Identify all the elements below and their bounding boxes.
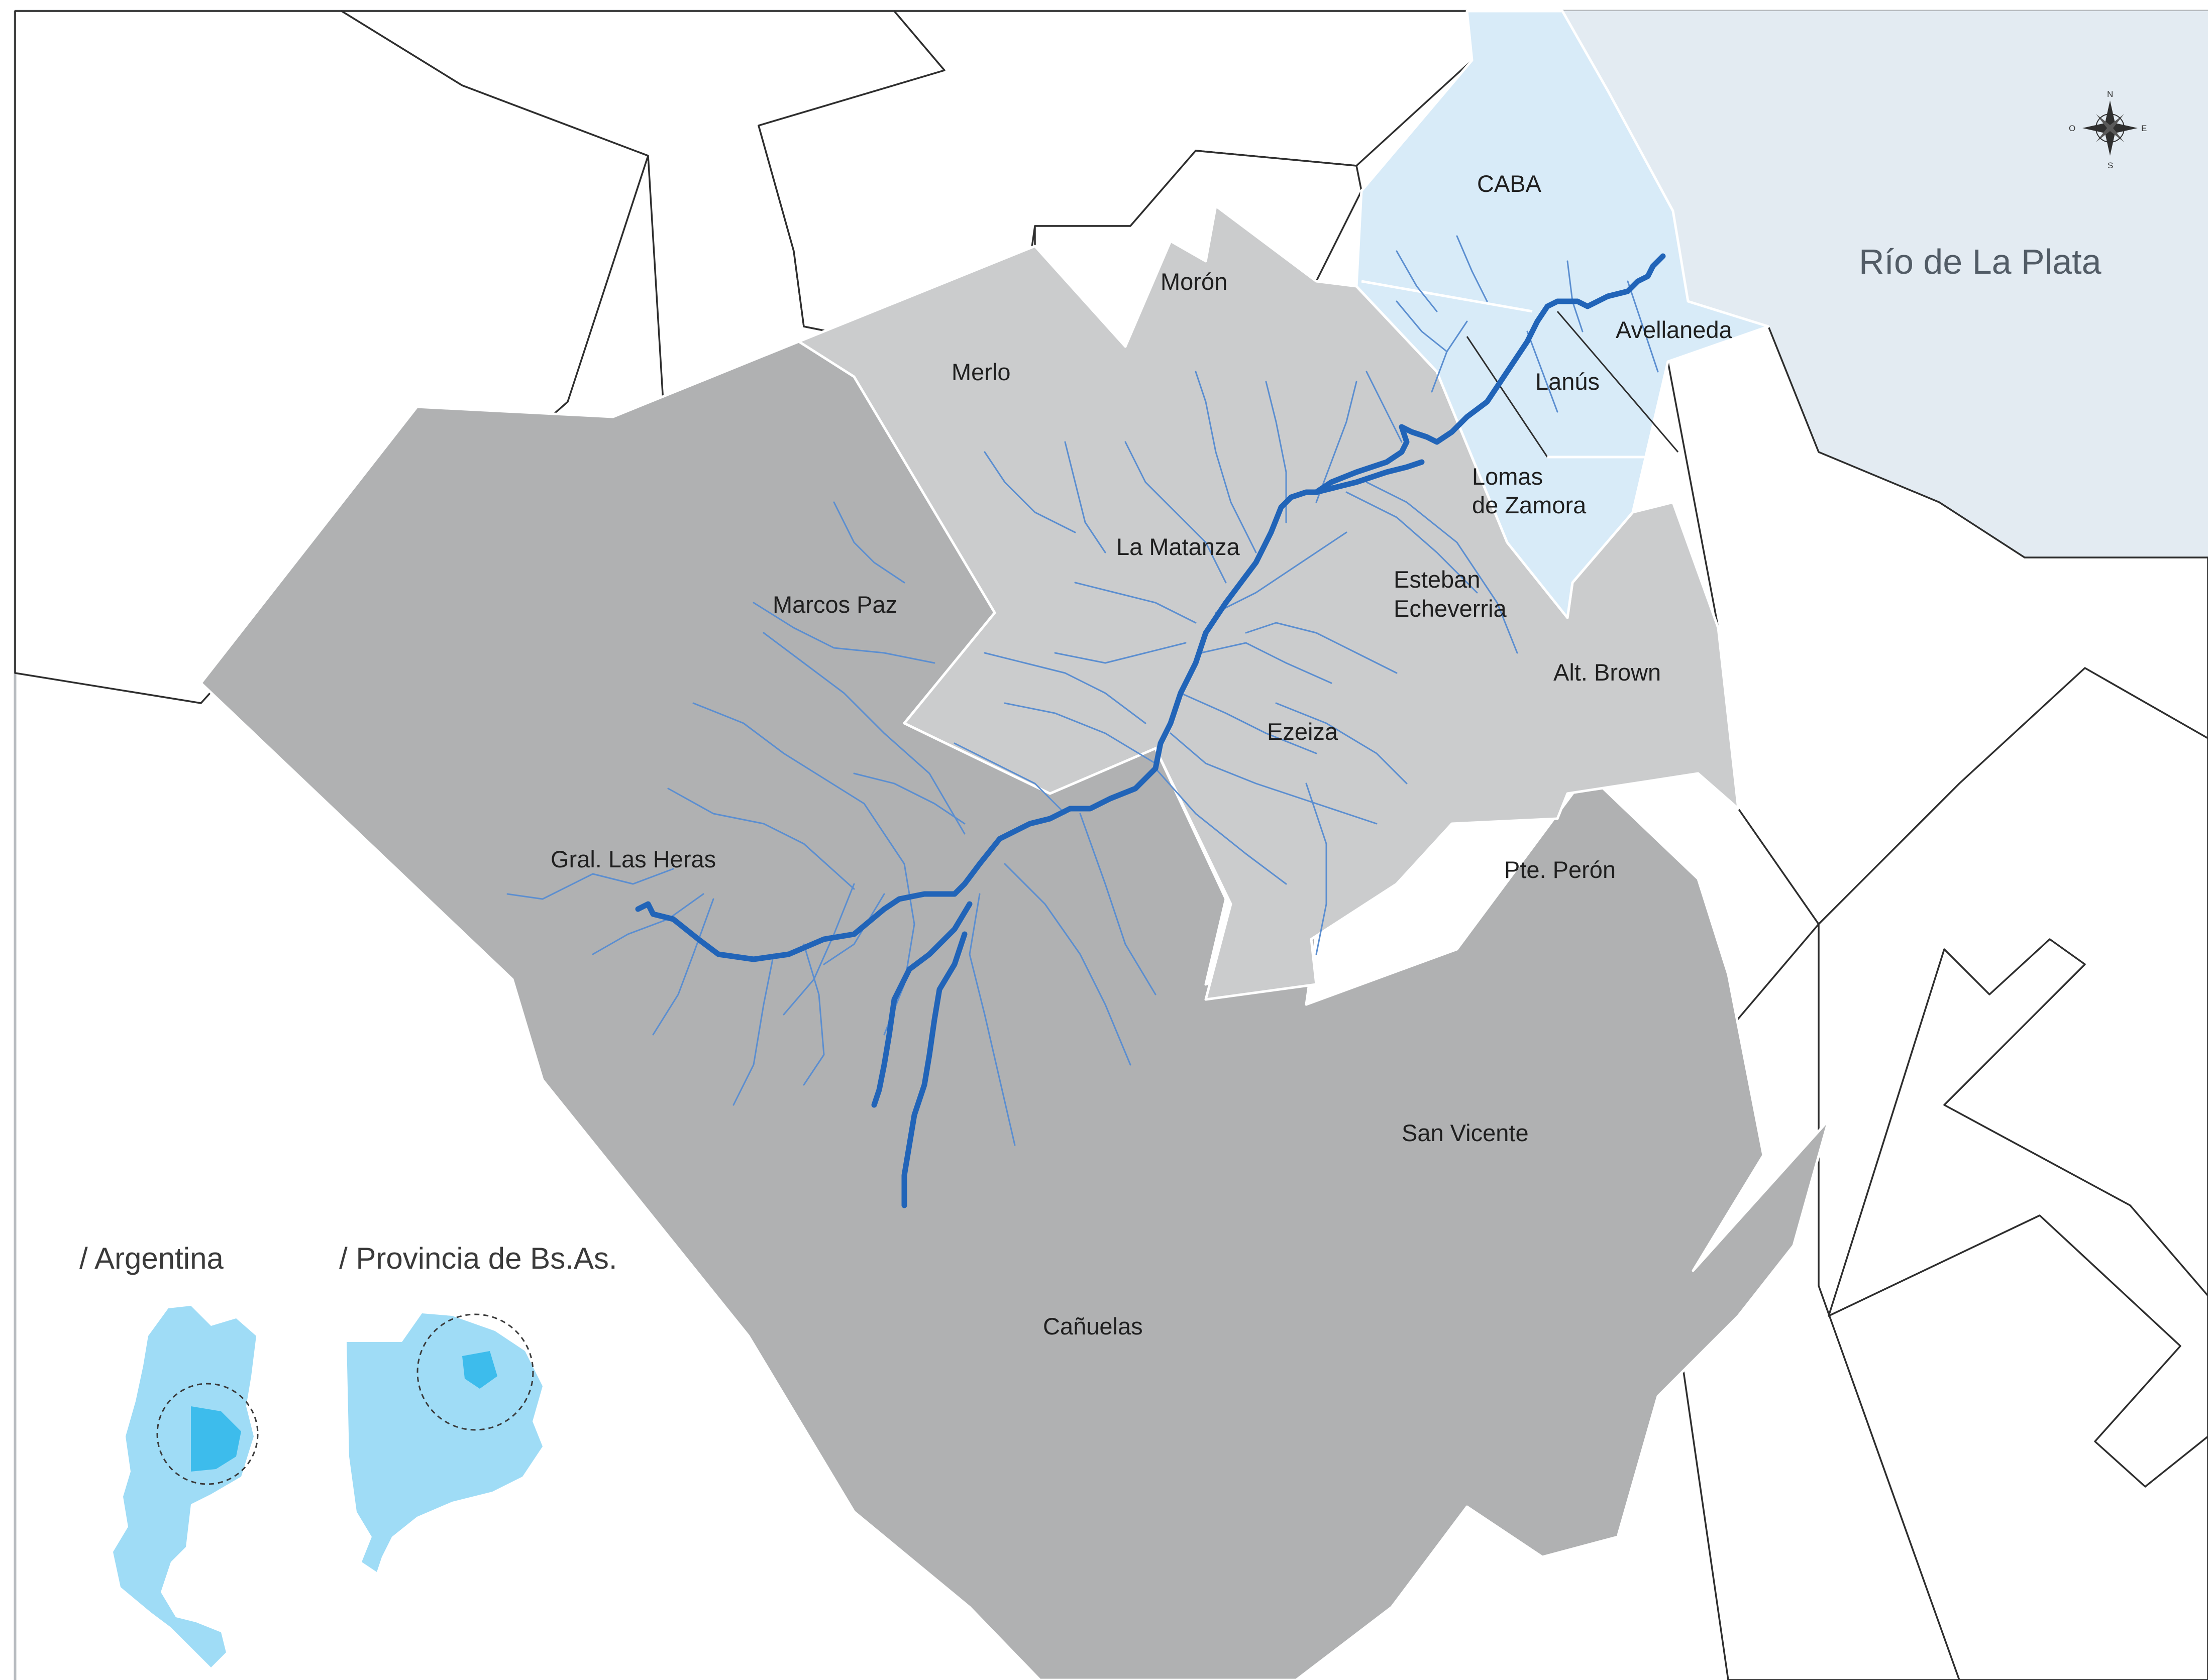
tributary-stream: [1245, 622, 1398, 674]
tributary-stream: [506, 868, 674, 900]
main-river-channel: [871, 901, 973, 1108]
neighbouring-municipalities: [14, 10, 2208, 1680]
tributary-stream: [1627, 280, 1659, 373]
label-avellaneda: Avellaneda: [1616, 316, 1733, 343]
tributary-stream: [1215, 531, 1347, 614]
label-lanus: Lanús: [1535, 368, 1600, 395]
tributary-stream: [954, 742, 1066, 815]
main-river-channel: [901, 931, 968, 1208]
caba-region: [1355, 10, 1770, 619]
buenos-aires-province-highlight: [191, 1406, 241, 1472]
tributary-stream: [1124, 441, 1227, 584]
inset-argentina-title: / Argentina: [79, 1242, 224, 1275]
tributary-stream: [1396, 250, 1438, 312]
caba-region-area: [1355, 10, 1770, 619]
tributary-stream: [969, 893, 1016, 1146]
label-marcos-paz: Marcos Paz: [773, 591, 897, 618]
tributary-stream: [783, 883, 855, 1016]
label-esteban-echeverria-line1: Esteban: [1394, 566, 1480, 593]
tributary-stream: [984, 652, 1146, 724]
tributary-stream: [1200, 642, 1332, 684]
tributary-stream: [1004, 702, 1156, 764]
tributary-stream: [984, 451, 1076, 533]
tributary-stream: [1079, 813, 1156, 995]
municipality-inner-basin: [797, 204, 1740, 1001]
main-river-channel: [1313, 459, 1425, 495]
tributary-stream: [1054, 642, 1187, 664]
compass-east: E: [2141, 124, 2147, 133]
label-lomas-line1: Lomas: [1472, 463, 1543, 490]
tributary-stream: [1004, 863, 1131, 1066]
label-pte-peron: Pte. Perón: [1504, 856, 1616, 883]
label-gral-las-heras: Gral. Las Heras: [551, 846, 716, 872]
tributary-stream: [1396, 300, 1448, 353]
tributary-stream: [1456, 235, 1488, 302]
compass-rose: N S E O: [2069, 89, 2147, 170]
tributary-stream: [732, 953, 775, 1106]
tributary-stream: [1265, 381, 1287, 523]
main-river-channel: [635, 253, 1666, 962]
inset-argentina: / Argentina: [79, 1242, 259, 1667]
label-caba: CABA: [1477, 170, 1542, 197]
tributary-stream: [1365, 371, 1403, 443]
tributary-stream: [823, 893, 885, 965]
tributary-stream: [667, 788, 855, 890]
inset-provincia-focus-circle: [416, 1313, 534, 1431]
tributary-stream: [1345, 491, 1478, 594]
tributary-stream: [1170, 732, 1378, 825]
compass-ring: [2095, 114, 2125, 143]
tributary-stream: [1074, 582, 1197, 624]
tributary-stream: [1315, 381, 1357, 503]
inset-provincia-title: / Provincia de Bs.As.: [339, 1242, 617, 1275]
tributary-stream: [1195, 371, 1257, 553]
argentina-silhouette: [113, 1306, 256, 1667]
tributary-stream: [1275, 702, 1408, 785]
label-san-vicente: San Vicente: [1402, 1119, 1529, 1146]
tributary-stream: [803, 943, 825, 1086]
tributary-stream: [833, 501, 905, 584]
label-merlo: Merlo: [952, 359, 1011, 385]
tributary-stream: [1180, 692, 1317, 754]
inset-argentina-focus-circle: [156, 1383, 259, 1485]
label-canuelas: Cañuelas: [1043, 1313, 1143, 1339]
river-main: [635, 253, 1666, 1208]
label-la-matanza: La Matanza: [1116, 533, 1240, 560]
tributary-stream: [763, 632, 966, 835]
compass-south: S: [2108, 161, 2113, 170]
label-lomas-line2: de Zamora: [1472, 492, 1587, 518]
inset-provincia: / Provincia de Bs.As.: [339, 1242, 617, 1572]
neighbour-municipality: [758, 10, 1473, 332]
caba-boundary: [1361, 280, 1533, 313]
compass-north: N: [2107, 89, 2113, 99]
tributary-stream: [1064, 441, 1106, 553]
avellaneda-lanus-boundary: [1556, 311, 1679, 453]
compass-star-diagonal: [2096, 114, 2124, 142]
label-alt-brown: Alt. Brown: [1553, 659, 1661, 686]
tributary-stream: [853, 772, 966, 825]
rio-de-la-plata-label: Río de La Plata: [1859, 242, 2101, 281]
basin-municipalities-light: [797, 204, 1740, 1001]
neighbour-municipality: [1828, 938, 2208, 1488]
label-ezeiza: Ezeiza: [1267, 718, 1338, 745]
compass-west: O: [2069, 124, 2075, 133]
tributary-stream: [692, 702, 905, 865]
river-tributaries: [506, 235, 1659, 1146]
tributary-stream: [753, 602, 935, 664]
basin-area-highlight: [462, 1351, 497, 1389]
rio-de-la-plata-water: [1462, 11, 2208, 557]
tributary-stream: [1526, 330, 1558, 413]
tributary-stream: [652, 898, 714, 1036]
tributary-stream: [1305, 782, 1327, 955]
label-esteban-echeverria-line2: Echeverria: [1394, 595, 1507, 622]
tributary-stream: [592, 893, 704, 955]
label-moron: Morón: [1161, 268, 1227, 295]
tributary-stream: [1365, 481, 1518, 654]
tributary-stream: [1154, 767, 1287, 885]
lanus-lomas-boundary: [1466, 336, 1548, 458]
